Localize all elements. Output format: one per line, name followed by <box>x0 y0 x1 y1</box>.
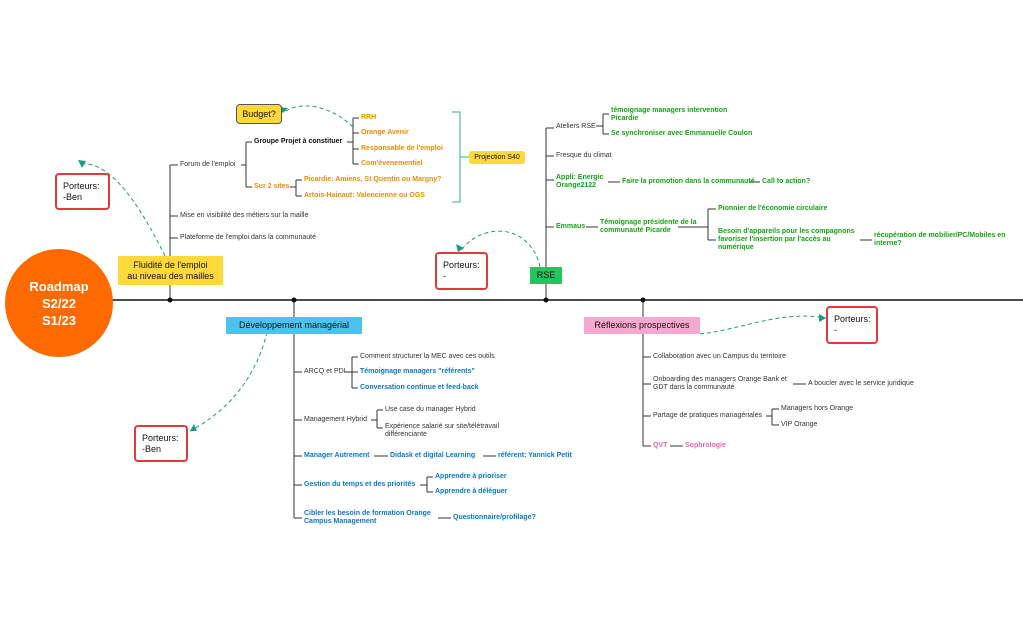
temps-item-deleguer[interactable]: Apprendre à déléguer <box>435 488 508 495</box>
manager-autrement-node[interactable]: Manager Autrement <box>304 452 370 459</box>
recuperation-mobilier-node[interactable]: récupération de mobilier/PC/Mobiles en i… <box>874 232 1006 247</box>
gestion-temps-node[interactable]: Gestion du temps et des priorités <box>304 481 416 488</box>
site-artois-hainaut[interactable]: Artois-Hainaut: Valencienne ou OGS <box>304 192 425 199</box>
topic-reflexions-prospectives[interactable]: Réflexions prospectives <box>584 317 700 334</box>
emmaus-node[interactable]: Emmaus <box>556 223 586 230</box>
topic-fluidite-emploi[interactable]: Fluidité de l'emploi au niveau des maill… <box>118 256 223 285</box>
fresque-climat-node[interactable]: Fresque du climat <box>556 152 612 159</box>
plateforme-emploi-node[interactable]: Plateforme de l'emploi dans la communaut… <box>180 234 316 241</box>
mise-en-visibilite-node[interactable]: Mise en visibilité des métiers sur la ma… <box>180 212 309 219</box>
referent-node[interactable]: référent: Yannick Petit <box>498 452 572 459</box>
questionnaire-node[interactable]: Questionnaire/profilage? <box>453 514 536 521</box>
sur-2-sites-node[interactable]: Sur 2 sites <box>254 183 290 190</box>
site-picardie[interactable]: Picardie: Amiens, St Quentin ou Margny? <box>304 176 442 183</box>
management-hybrid-node[interactable]: Management Hybrid <box>304 416 368 423</box>
partage-item-hors-orange[interactable]: Managers hors Orange <box>781 405 853 412</box>
temoignage-picardie-node[interactable]: témoignage managers intervention Picardi… <box>611 107 728 122</box>
didask-node[interactable]: Didask et digital Learning <box>390 452 476 459</box>
topic-rse[interactable]: RSE <box>530 267 562 284</box>
hybrid-item-use-case[interactable]: Use case du manager Hybrid <box>385 406 476 413</box>
groupe-item-com-evenementiel[interactable]: Com'évenementiel <box>361 160 423 167</box>
porteurs-reflexions-box[interactable]: Porteurs: - <box>826 306 878 344</box>
groupe-item-responsable-emploi[interactable]: Responsable de l'emploi <box>361 145 443 152</box>
hybrid-item-experience[interactable]: Expérience salarié sur site/télétravail … <box>385 423 499 438</box>
roadmap-root-node[interactable]: Roadmap S2/22 S1/23 <box>5 249 113 357</box>
arcq-item-conversation[interactable]: Conversation continue et feed-back <box>360 384 479 391</box>
porteurs-fluidite-box[interactable]: Porteurs: -Ben <box>55 173 110 210</box>
ateliers-rse-node[interactable]: Ateliers RSE <box>556 123 596 130</box>
sophrologie-node[interactable]: Sophrologie <box>685 442 726 449</box>
besoin-appareils-node[interactable]: Besoin d'appareils pour les compagnons f… <box>718 228 855 251</box>
groupe-item-orange-avenir[interactable]: Orange Avenir <box>361 129 409 136</box>
boucler-juridique-node[interactable]: A boucler avec le service juridique <box>808 380 914 387</box>
synchroniser-node[interactable]: Se synchroniser avec Emmanuelle Coulon <box>611 130 753 137</box>
groupe-item-rrh[interactable]: RRH <box>361 114 377 121</box>
promotion-communaute-node[interactable]: Faire la promotion dans la communauté <box>622 178 755 185</box>
arcq-item-temoignage[interactable]: Témoignage managers "référents" <box>360 368 475 375</box>
temps-item-prioriser[interactable]: Apprendre à prioriser <box>435 473 507 480</box>
cibler-besoin-node[interactable]: Cibler les besoin de formation Orange Ca… <box>304 510 431 525</box>
call-to-action-node[interactable]: Call to action? <box>762 178 811 185</box>
forum-emploi-node[interactable]: Forum de l'emploi <box>180 161 236 168</box>
topic-developpement-managerial[interactable]: Développement managérial <box>226 317 362 334</box>
onboarding-managers-node[interactable]: Onboarding des managers Orange Bank et G… <box>653 376 787 391</box>
collaboration-campus-node[interactable]: Collaboration avec un Campus du territoi… <box>653 353 787 360</box>
appli-energic-node[interactable]: Appli: Energic Orange2122 <box>556 174 604 189</box>
pionnier-economie-node[interactable]: Pionnier de l'économie circulaire <box>718 205 828 212</box>
temoignage-presidente-node[interactable]: Témoignage présidente de la communauté P… <box>600 219 697 234</box>
arcq-pdi-node[interactable]: ARCQ et PDI <box>304 368 346 375</box>
qvt-node[interactable]: QVT <box>653 442 668 449</box>
budget-node[interactable]: Budget? <box>236 104 282 124</box>
porteurs-rse-box[interactable]: Porteurs: - <box>435 252 488 290</box>
partage-pratiques-node[interactable]: Partage de pratiques managériales <box>653 412 762 419</box>
partage-item-vip-orange[interactable]: VIP Orange <box>781 421 818 428</box>
porteurs-developpement-box[interactable]: Porteurs: -Ben <box>134 425 188 462</box>
arcq-item-structurer[interactable]: Comment structurer la MEC avec ces outil… <box>360 353 495 360</box>
groupe-projet-node[interactable]: Groupe Projet à constituer <box>254 138 343 145</box>
projection-s40-node[interactable]: Projection S40 <box>469 151 525 164</box>
